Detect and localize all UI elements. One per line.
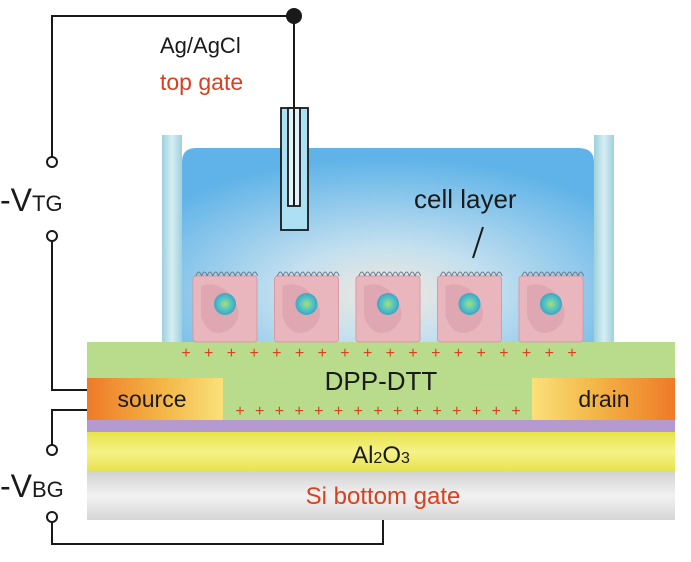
cell-nucleus [214, 293, 236, 315]
positive-charge: + [452, 403, 461, 420]
positive-charge: + [567, 345, 576, 362]
cell [274, 271, 340, 343]
positive-charge: + [545, 345, 554, 362]
al2o3-sub-2: 2 [373, 450, 382, 467]
top-gate-label: top gate [160, 69, 243, 95]
positive-charge: + [499, 345, 508, 362]
drain-electrode [532, 378, 675, 420]
positive-charge: + [295, 345, 304, 362]
vbg-subscript: BG [32, 477, 64, 502]
positive-charge: + [431, 345, 440, 362]
positive-charge: + [492, 403, 501, 420]
positive-charge: + [432, 403, 441, 420]
positive-charge: + [477, 345, 486, 362]
cell [518, 271, 585, 343]
positive-charge: + [255, 403, 264, 420]
vbg-label: -VBG [0, 468, 64, 504]
cell [437, 271, 503, 343]
device-stack [87, 342, 675, 520]
positive-charge: + [294, 403, 303, 420]
positive-charge: + [373, 403, 382, 420]
al2o3-label: Al2O3 [352, 442, 410, 469]
charge-markers: + + + + + + + + + + + + + + + + + + + + + + + + + + + + + + + + + [181, 345, 576, 420]
cell-layer-group [192, 271, 585, 343]
positive-charge: + [408, 345, 417, 362]
positive-charge: + [386, 345, 395, 362]
positive-charge: + [354, 403, 363, 420]
vtg-terminal-top [46, 156, 58, 168]
positive-charge: + [181, 345, 190, 362]
positive-charge: + [249, 345, 258, 362]
well-wall-right [594, 135, 614, 342]
positive-charge: + [318, 345, 327, 362]
interface-layer [87, 420, 675, 432]
cell-microvilli [195, 271, 259, 277]
cell [355, 271, 422, 343]
positive-charge: + [340, 345, 349, 362]
positive-charge: + [511, 403, 520, 420]
cell-layer-label: cell layer [414, 184, 517, 214]
positive-charge: + [235, 403, 244, 420]
positive-charge: + [522, 345, 531, 362]
electrode-name-label: Ag/AgCl [160, 33, 241, 58]
cell-microvilli [358, 271, 422, 277]
cell-nucleus [377, 293, 399, 315]
cell-layer-pointer [472, 226, 484, 259]
positive-charge: + [275, 403, 284, 420]
source-label: source [117, 386, 186, 412]
al2o3-dielectric-layer [87, 432, 675, 472]
positive-charge: + [472, 403, 481, 420]
vbg-prefix: -V [0, 468, 33, 504]
positive-charge: + [454, 345, 463, 362]
cell-nucleus [458, 293, 481, 315]
cell [192, 271, 259, 343]
vtg-terminal-bottom [46, 230, 58, 242]
drain-label: drain [578, 386, 629, 412]
circuit-wires [51, 15, 384, 545]
source-electrode [87, 378, 223, 420]
cell-microvilli [440, 271, 503, 277]
positive-charge: + [272, 345, 281, 362]
cell-nucleus [295, 293, 318, 315]
well-wall-left [162, 135, 182, 342]
vtg-label: -VTG [0, 182, 63, 218]
cell-nucleus [540, 293, 562, 315]
positive-charge: + [227, 345, 236, 362]
cell-microvilli [521, 271, 585, 277]
ag-agcl-electrode [280, 16, 309, 231]
cell-microvilli [277, 271, 340, 277]
positive-charge: + [413, 403, 422, 420]
wire-junction-dot [286, 8, 302, 24]
vbg-terminal-bottom [46, 511, 58, 523]
vbg-terminal-top [46, 444, 58, 456]
al2o3-o: O [382, 442, 401, 469]
al2o3-sub-3: 3 [401, 450, 410, 467]
channel-label: DPP-DTT [325, 366, 438, 396]
si-bottom-gate-layer [87, 472, 675, 520]
terminals [46, 156, 58, 523]
positive-charge: + [314, 403, 323, 420]
positive-charge: + [204, 345, 213, 362]
positive-charge: + [334, 403, 343, 420]
positive-charge: + [363, 345, 372, 362]
al2o3-al: Al [352, 442, 373, 469]
vtg-subscript: TG [32, 191, 63, 216]
bottom-gate-label: Si bottom gate [306, 483, 461, 510]
positive-charge: + [393, 403, 402, 420]
vtg-prefix: -V [0, 182, 33, 218]
